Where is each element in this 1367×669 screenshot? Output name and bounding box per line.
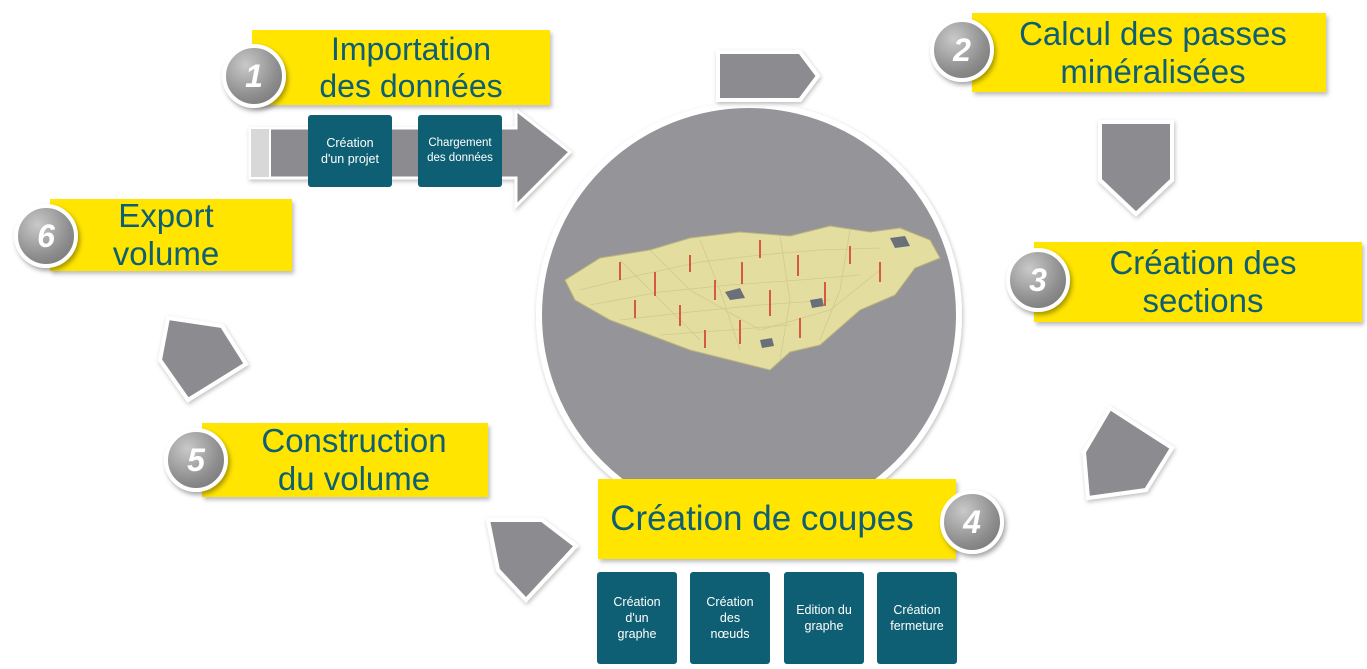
substep-creation-fermeture: Création fermeture: [877, 572, 957, 664]
step-6-label: Export volume: [50, 197, 292, 272]
substep-chargement-donnees: Chargement des données: [418, 115, 502, 187]
substep-edition-graphe: Edition du graphe: [784, 572, 864, 664]
arrow-2-to-3: [1098, 120, 1174, 217]
step-1-number-badge: 1: [222, 44, 286, 108]
step-2-number-badge: 2: [930, 18, 994, 82]
substep-creation-noeuds: Création des nœuds: [690, 572, 770, 664]
arrow-5-to-6: [157, 315, 249, 403]
step-1-label: Importation des données: [252, 30, 550, 105]
substep-creation-graphe: Création d'un graphe: [597, 572, 677, 664]
step-6-number-badge: 6: [14, 204, 78, 268]
step-3-label: Création des sections: [1034, 242, 1362, 322]
arrow-3-to-4: [1081, 405, 1175, 501]
arrow-1-to-2: [716, 50, 821, 102]
arrow-4-to-5: [485, 518, 579, 603]
step-5-label: Construction du volume: [202, 422, 488, 497]
arrow-step1-chain: [248, 106, 573, 210]
substep-creation-projet: Création d'un projet: [308, 115, 392, 187]
step-3-number-badge: 3: [1006, 248, 1070, 312]
step-4-label: Création de coupes: [598, 479, 956, 559]
step-5-number-badge: 5: [164, 428, 228, 492]
step-2-label: Calcul des passes minéralisées: [972, 13, 1326, 92]
mesh-visualization: [564, 225, 941, 371]
step-4-number-badge: 4: [940, 490, 1004, 554]
